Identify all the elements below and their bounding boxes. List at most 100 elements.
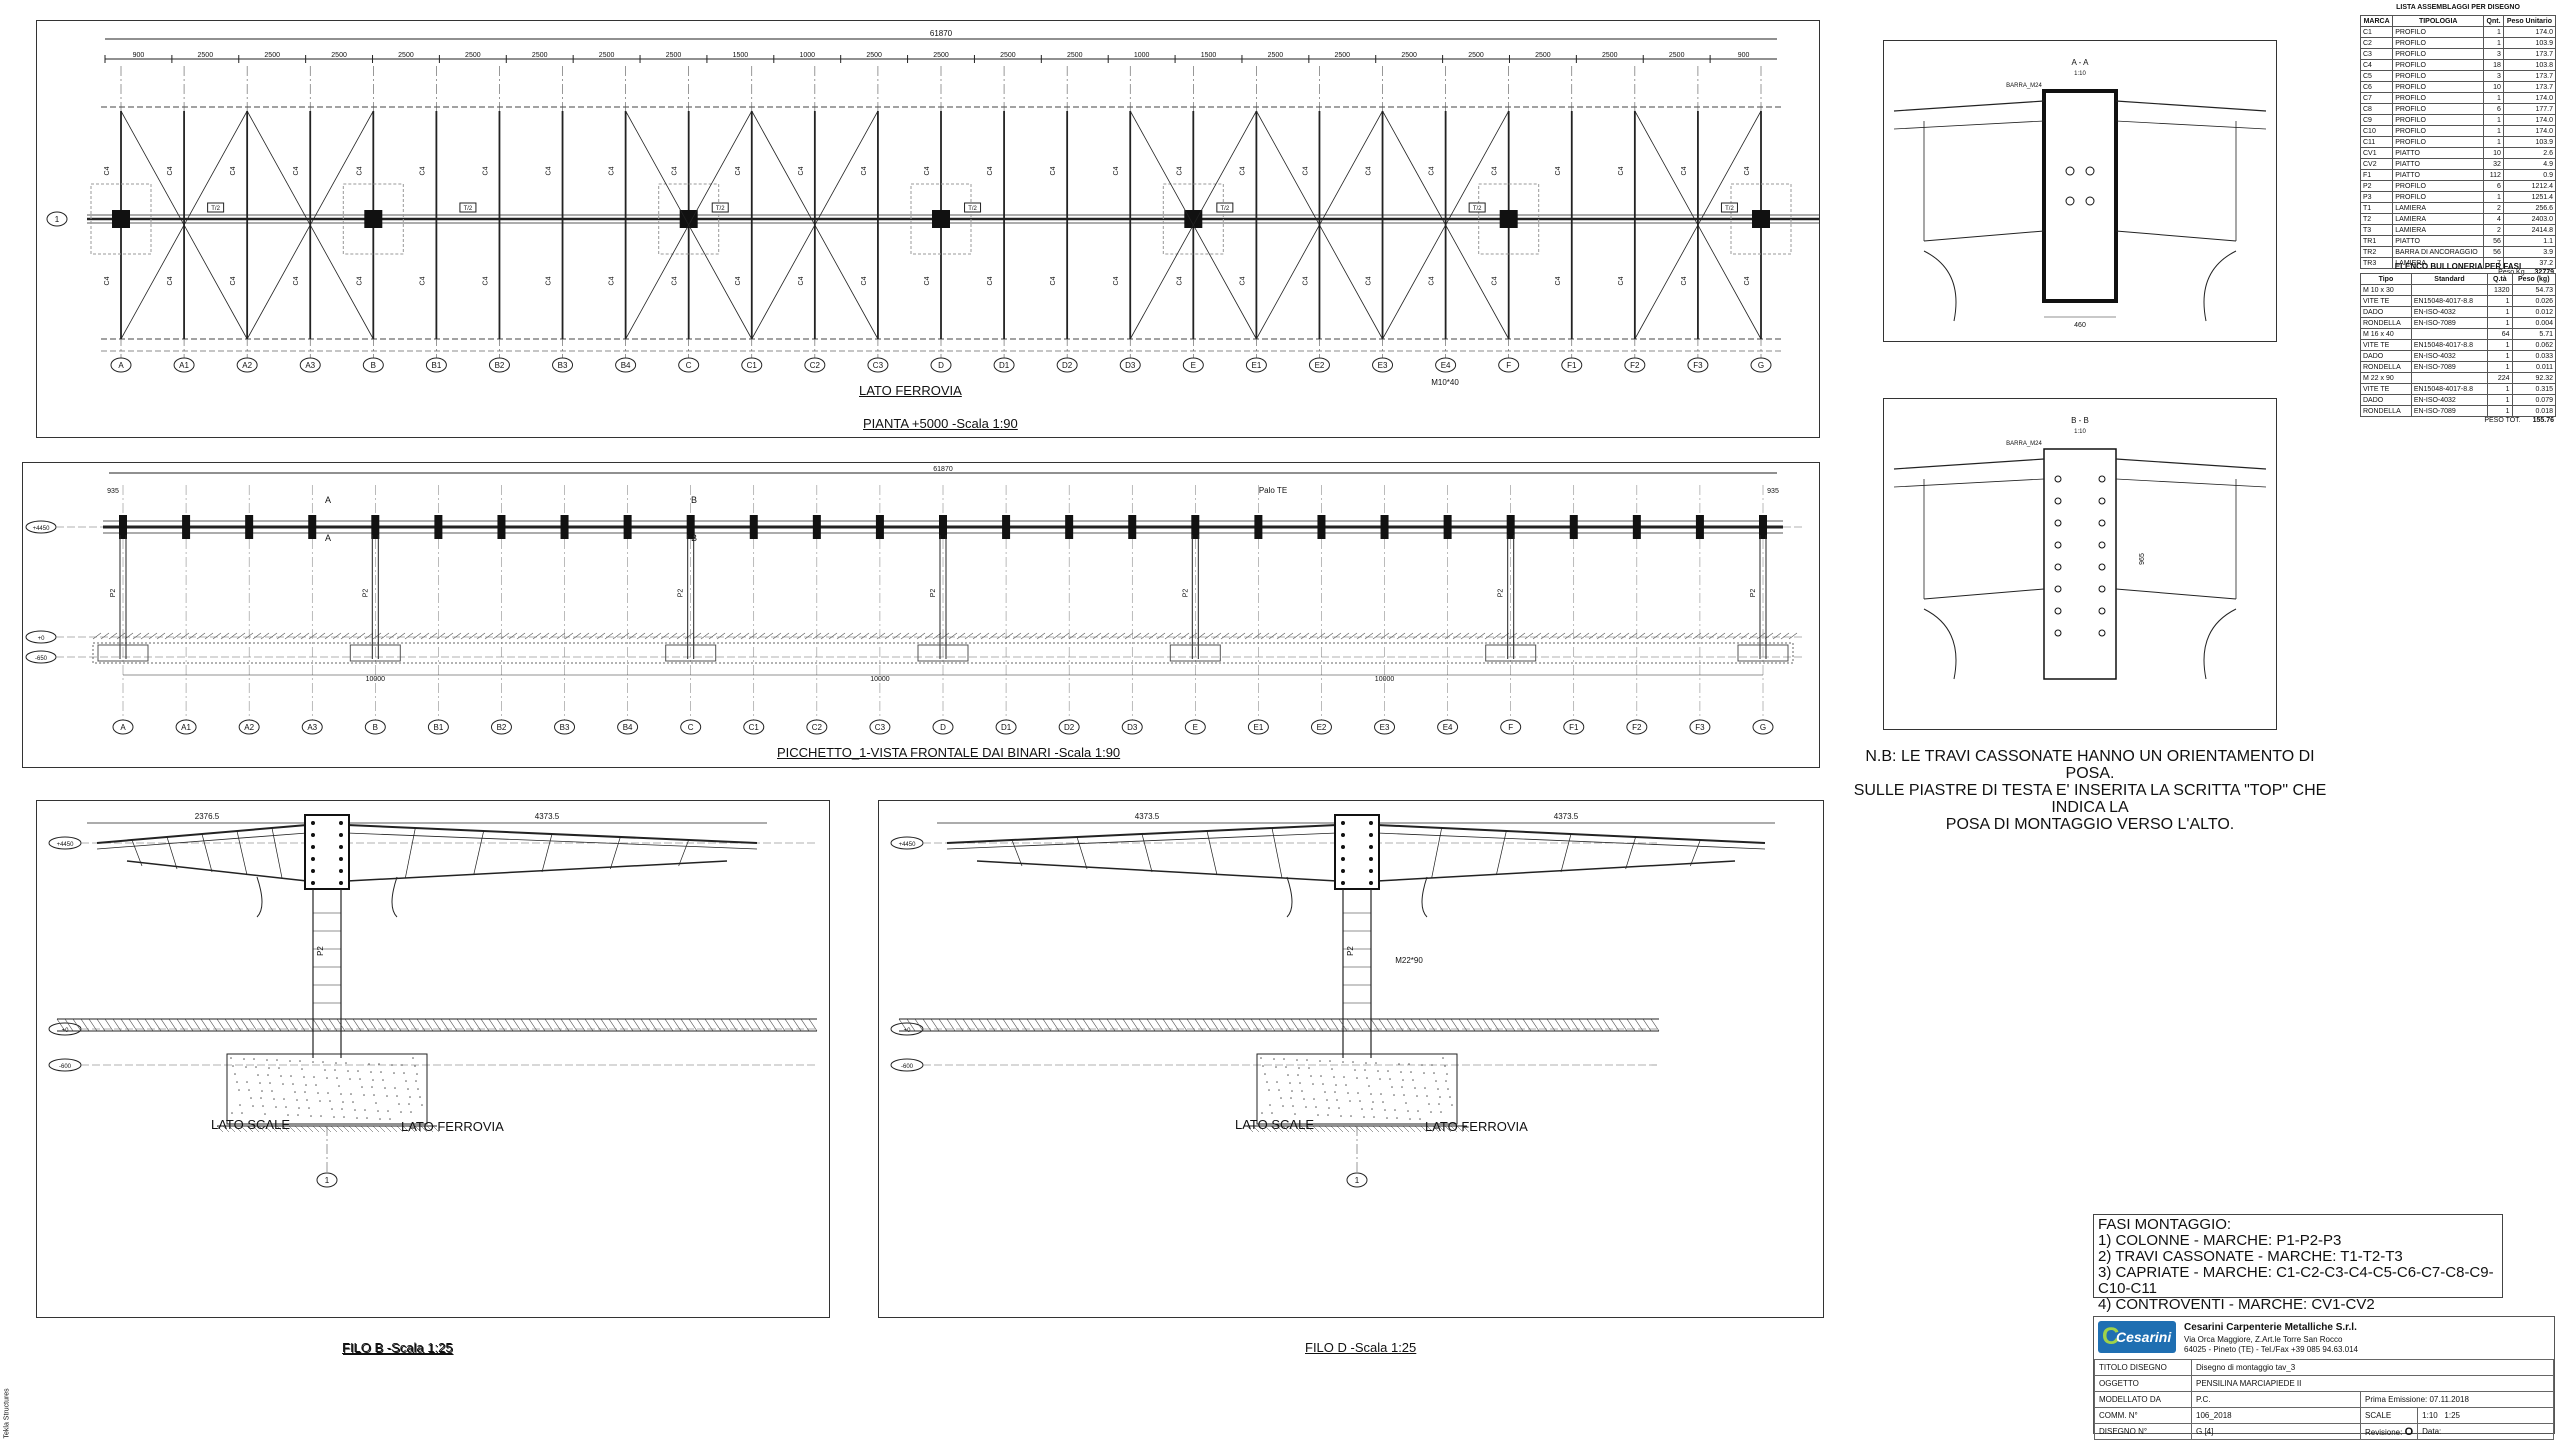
- front-axis-A3-bubble: [301, 719, 323, 735]
- company-address-1: Via Orca Maggiore, Z.Art.le Torre San Ro…: [2184, 1335, 2343, 1344]
- truss-mark: C4: [735, 276, 742, 285]
- filod-footing-hatch: [1252, 1125, 1260, 1133]
- ground-hatch: [716, 632, 726, 640]
- filod-ground-hatch: [1162, 1018, 1172, 1032]
- ground-hatch: [1076, 632, 1086, 640]
- assembly-cell: 2.6: [2502, 147, 2557, 159]
- ground-hatch: [300, 632, 310, 640]
- assembly-cell: T3: [2359, 224, 2394, 236]
- assembly-cell: 32: [2483, 158, 2504, 170]
- column-node: [679, 210, 698, 228]
- filod-concrete-dot: [1403, 1094, 1405, 1096]
- ground-hatch: [364, 632, 374, 640]
- ground-hatch: [228, 632, 238, 640]
- filob-concrete-dot: [257, 1074, 259, 1076]
- axis-C3-bubble: [867, 357, 889, 373]
- assembly-cell: 1212.4: [2502, 180, 2557, 192]
- secbb-lower-r: [2115, 588, 2237, 600]
- filod-footing-hatch: [1462, 1125, 1470, 1133]
- filod-concrete-dot: [1266, 1081, 1268, 1083]
- filod-ground-hatch: [1362, 1018, 1372, 1032]
- ground-hatch: [564, 632, 574, 640]
- filob-concrete-dot: [298, 1107, 300, 1109]
- filod-ground-hatch: [906, 1018, 916, 1032]
- filod-ground-hatch: [1466, 1018, 1476, 1032]
- assembly-cell: BARRA DI ANCORAGGIO: [2392, 246, 2485, 258]
- ground-hatch: [1540, 632, 1550, 640]
- axis-C1-bubble: [741, 357, 763, 373]
- ground-hatch: [1708, 632, 1718, 640]
- front-axis-A: A: [120, 723, 126, 732]
- filob-ground-hatch: [112, 1018, 122, 1032]
- filob-concrete-dot: [296, 1099, 298, 1101]
- filob-footing-hatch: [432, 1125, 440, 1133]
- filob-ground-hatch: [792, 1018, 802, 1032]
- filob-footing-hatch: [222, 1125, 230, 1133]
- ground-hatch: [1308, 632, 1318, 640]
- filob-web: [678, 839, 689, 867]
- axis-C2: C2: [810, 361, 821, 370]
- ground-hatch: [1252, 632, 1262, 640]
- ground-hatch: [676, 632, 686, 640]
- assembly-cell: PROFILO: [2392, 70, 2485, 82]
- front-axis-B4: B4: [623, 723, 633, 732]
- filod-ground-hatch: [1266, 1018, 1276, 1032]
- filob-ground-hatch: [696, 1018, 706, 1032]
- ground-hatch: [1068, 632, 1078, 640]
- bolt-cell: 224: [2487, 372, 2513, 384]
- filob-concrete-dot: [361, 1086, 363, 1088]
- axis-D3: D3: [1125, 361, 1136, 370]
- filob-concrete-dot: [315, 1084, 317, 1086]
- filod-ground-hatch: [1226, 1018, 1236, 1032]
- filod-concrete-dot: [1357, 1092, 1359, 1094]
- filob-ground-hatch: [760, 1018, 770, 1032]
- filob-ground-hatch: [288, 1018, 298, 1032]
- truss-mark: C4: [293, 276, 300, 285]
- filod-concrete-dot: [1343, 1076, 1345, 1078]
- axis-D-bubble: [930, 357, 952, 373]
- bolt-total: 155.76: [2532, 417, 2554, 424]
- filod-ground-hatch: [1018, 1018, 1028, 1032]
- filob-concrete-dot: [352, 1101, 354, 1103]
- tb-scale-2: 1:25: [2444, 1411, 2460, 1420]
- ground-hatch: [1684, 632, 1694, 640]
- filob-concrete-dot: [273, 1098, 275, 1100]
- filob-bolt: [339, 857, 343, 861]
- filod-concrete-dot: [1405, 1102, 1407, 1104]
- filod-bolt: [1369, 833, 1373, 837]
- front-title: PICCHETTO_1-VISTA FRONTALE DAI BINARI -S…: [777, 745, 1121, 760]
- bolt-cell: 1: [2487, 295, 2513, 307]
- front-axis-D3-bubble: [1121, 719, 1143, 735]
- filod-concrete-dot: [1328, 1107, 1330, 1109]
- filob-concrete-dot: [389, 1118, 391, 1120]
- filob-concrete-dot: [306, 1099, 308, 1101]
- ground-hatch: [476, 632, 486, 640]
- filob-concrete-dot: [405, 1080, 407, 1082]
- assembly-cell: PROFILO: [2392, 180, 2485, 192]
- ground-hatch: [308, 632, 318, 640]
- ground-hatch: [924, 632, 934, 640]
- filob-ground-hatch: [576, 1018, 586, 1032]
- filob-web: [541, 833, 553, 873]
- bay-dim: 10000: [870, 676, 890, 683]
- filod-web: [1690, 839, 1701, 867]
- ground-hatch: [1116, 632, 1126, 640]
- filod-concrete-dot: [1361, 1108, 1363, 1110]
- ground-hatch: [1620, 632, 1630, 640]
- axis-A1-bubble: [173, 357, 195, 373]
- tb-label-disegno: DISEGNO N°: [2094, 1423, 2192, 1440]
- filod-right-dim: 4373.5: [1554, 812, 1579, 821]
- filob-concrete-dot: [264, 1113, 266, 1115]
- filob-concrete-dot: [301, 1068, 303, 1070]
- filob-ground-hatch: [240, 1018, 250, 1032]
- truss-mark: C4: [1366, 166, 1373, 175]
- filob-footing-hatch: [348, 1125, 356, 1133]
- filob-ground-hatch: [664, 1018, 674, 1032]
- ground-hatch: [1428, 632, 1438, 640]
- secbb-bolt: [2098, 629, 2106, 637]
- footing: [1737, 644, 1789, 662]
- filob-footing-hatch: [288, 1125, 296, 1133]
